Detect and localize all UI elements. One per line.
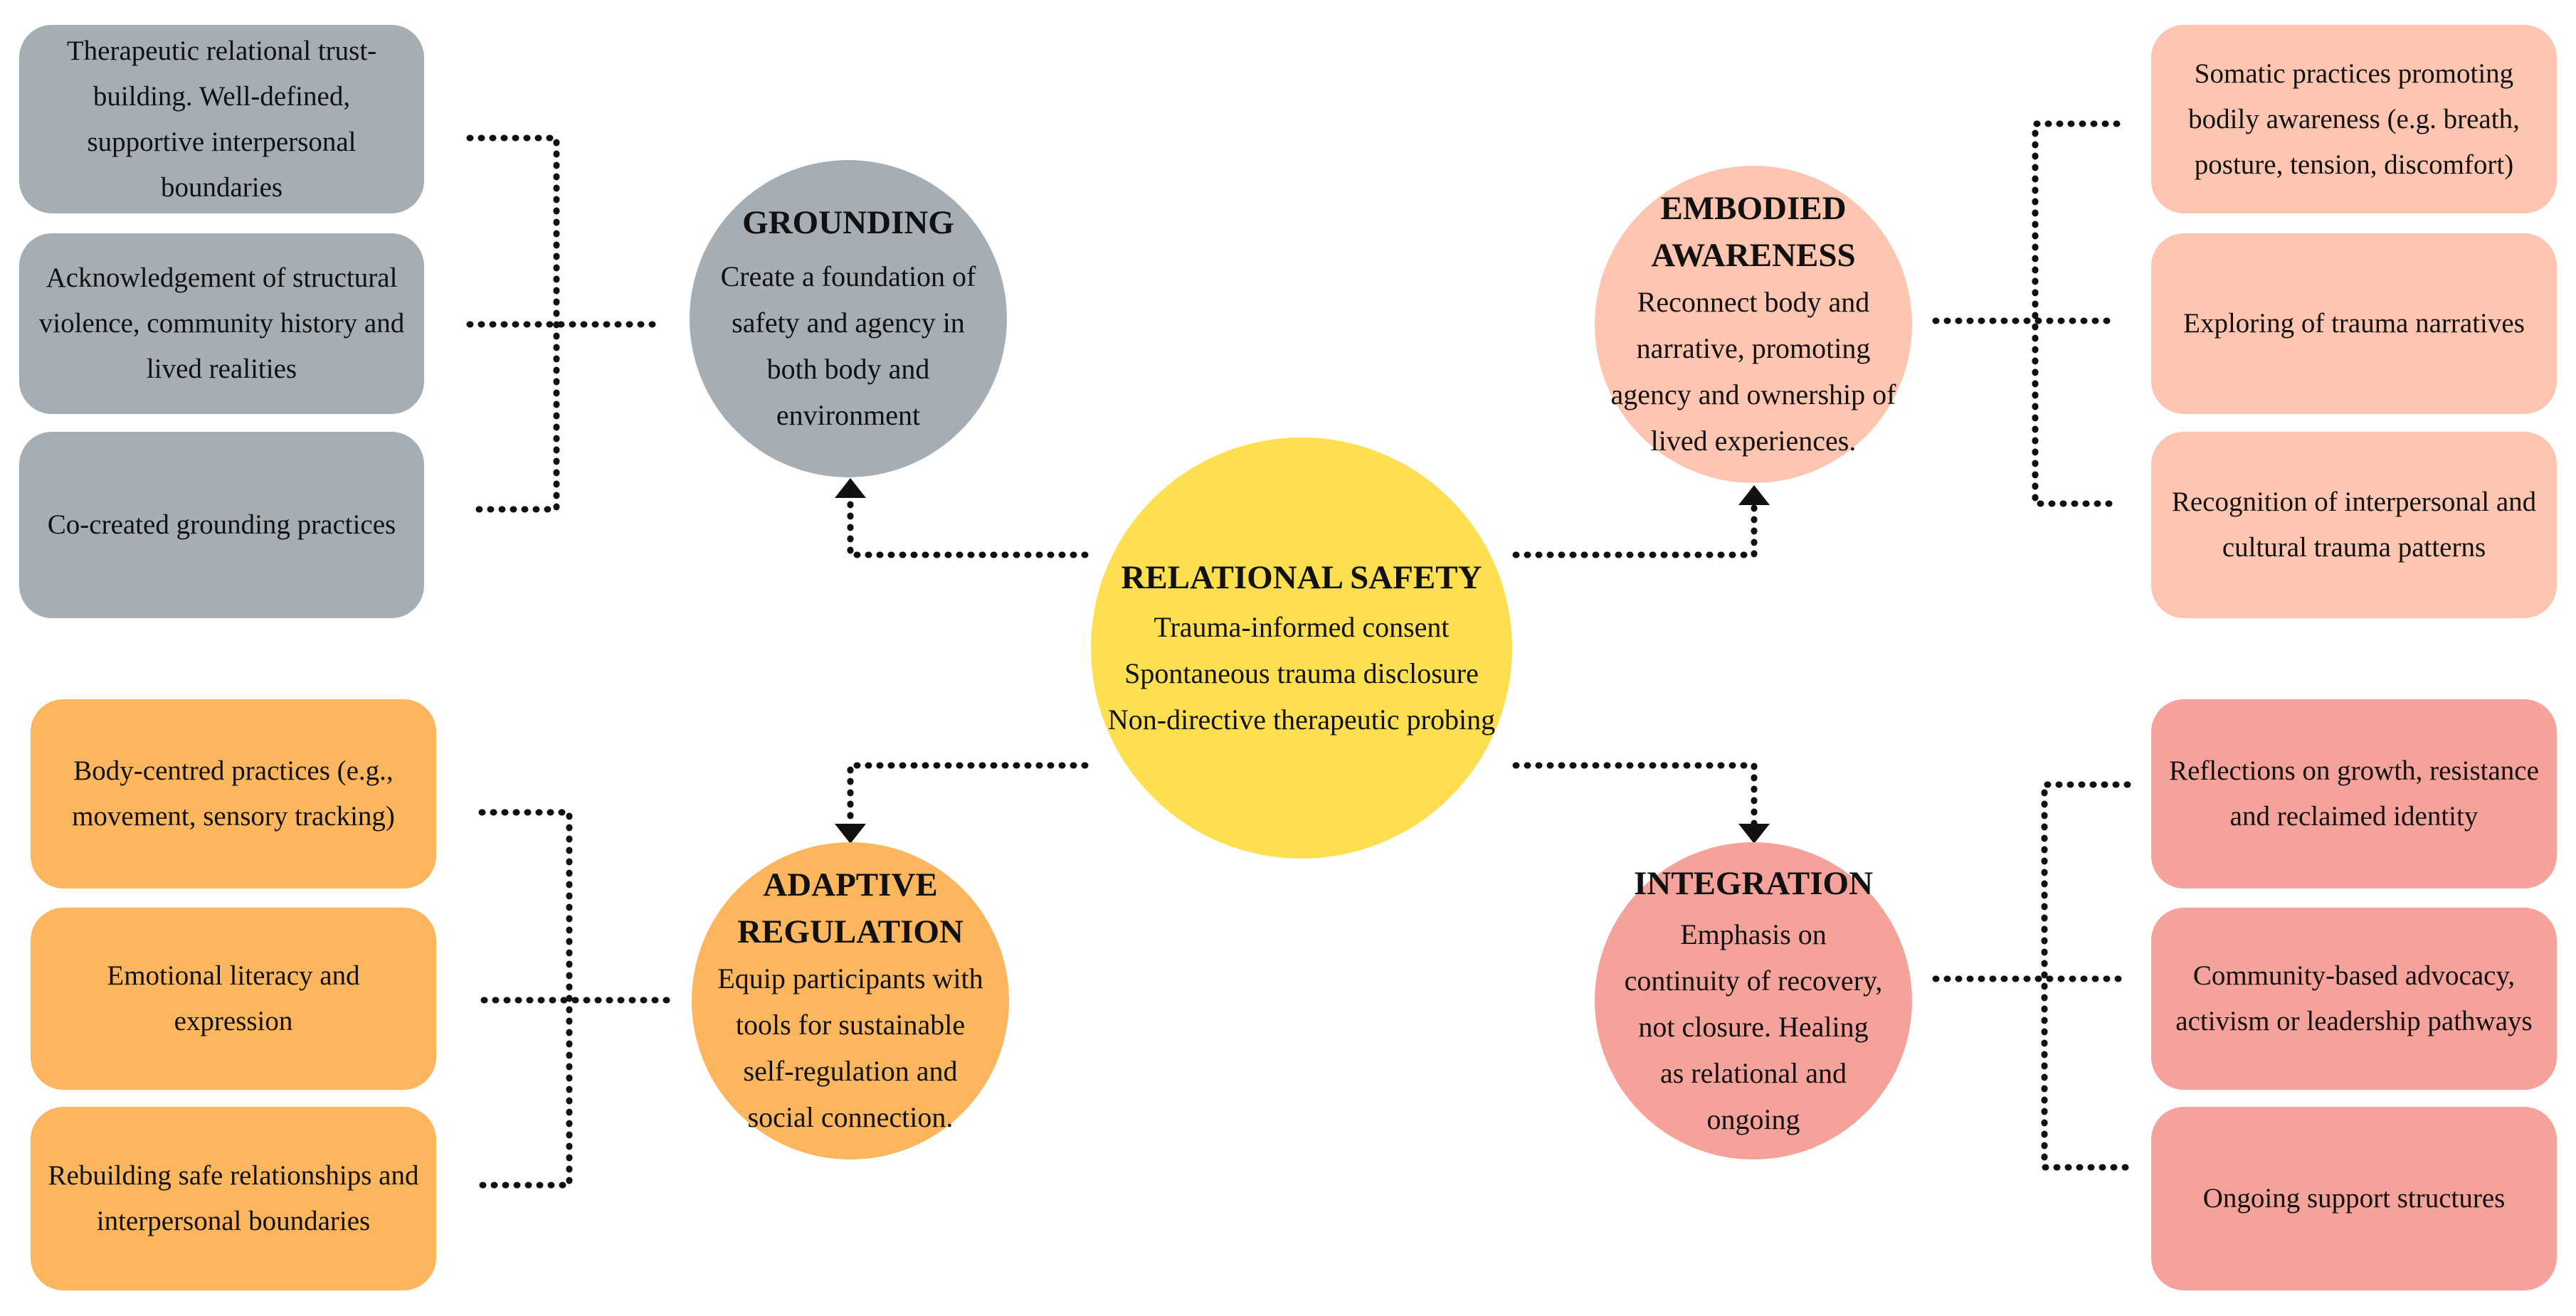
- integration-body: Emphasis on continuity of recovery, not …: [1624, 918, 1883, 1135]
- relational-safety-title: RELATIONAL SAFETY: [1121, 558, 1482, 596]
- center-to-grounding-line: [847, 498, 1089, 558]
- adaptive-item-1: Body-centred practices (e.g., movement, …: [31, 699, 436, 888]
- grounding-item-2: Acknowledgement of structural violence, …: [19, 233, 424, 414]
- center-line-1: Trauma-informed consent: [1154, 610, 1450, 643]
- adaptive-body: Equip participants with tools for sustai…: [717, 962, 983, 1133]
- grounding-bracket: [466, 134, 660, 513]
- embodied-item-1: Somatic practices promoting bodily aware…: [2151, 25, 2557, 213]
- center-line-2: Spontaneous trauma disclosure: [1124, 657, 1479, 689]
- integration-item-1: Reflections on growth, resistance and re…: [2151, 699, 2557, 888]
- embodied-circle: EMBODIED AWARENESS Reconnect body and na…: [1595, 166, 1912, 483]
- adaptive-title: ADAPTIVE REGULATION: [737, 866, 964, 950]
- adaptive-bracket: [478, 809, 672, 1189]
- relational-safety-circle: RELATIONAL SAFETY Trauma-informed consen…: [1091, 437, 1512, 859]
- grounding-item-1: Therapeutic relational trust-building. W…: [19, 25, 424, 213]
- integration-circle: INTEGRATION Emphasis on continuity of re…: [1595, 842, 1912, 1160]
- adaptive-circle: ADAPTIVE REGULATION Equip participants w…: [692, 842, 1009, 1160]
- embodied-bracket: [1932, 120, 2121, 507]
- embodied-title: EMBODIED AWARENESS: [1651, 190, 1856, 274]
- embodied-body: Reconnect body and narrative, promoting …: [1610, 286, 1896, 457]
- center-to-embodied-line: [1512, 504, 1758, 558]
- grounding-title: GROUNDING: [742, 204, 954, 241]
- grounding-body: Create a foundation of safety and agency…: [720, 260, 976, 431]
- grounding-item-3: Co-created grounding practices: [19, 432, 424, 618]
- center-to-integration-line: [1512, 762, 1758, 829]
- adaptive-item-2: Emotional literacy and expression: [31, 908, 436, 1090]
- arrow-up-grounding: [835, 478, 866, 498]
- embodied-item-2: Exploring of trauma narratives: [2151, 233, 2557, 414]
- adaptive-item-3: Rebuilding safe relationships and interp…: [31, 1107, 436, 1290]
- center-line-3: Non-directive therapeutic probing: [1107, 703, 1496, 736]
- integration-bracket: [1932, 781, 2131, 1171]
- grounding-circle: GROUNDING Create a foundation of safety …: [690, 160, 1007, 477]
- arrow-down-adaptive: [835, 824, 866, 844]
- integration-title: INTEGRATION: [1633, 864, 1874, 902]
- center-to-adaptive-line: [847, 762, 1089, 829]
- embodied-item-3: Recognition of interpersonal and cultura…: [2151, 432, 2557, 618]
- arrow-up-embodied: [1738, 485, 1770, 505]
- arrow-down-integration: [1738, 824, 1770, 844]
- integration-item-2: Community-based advocacy, activism or le…: [2151, 908, 2557, 1090]
- integration-item-3: Ongoing support structures: [2151, 1107, 2557, 1290]
